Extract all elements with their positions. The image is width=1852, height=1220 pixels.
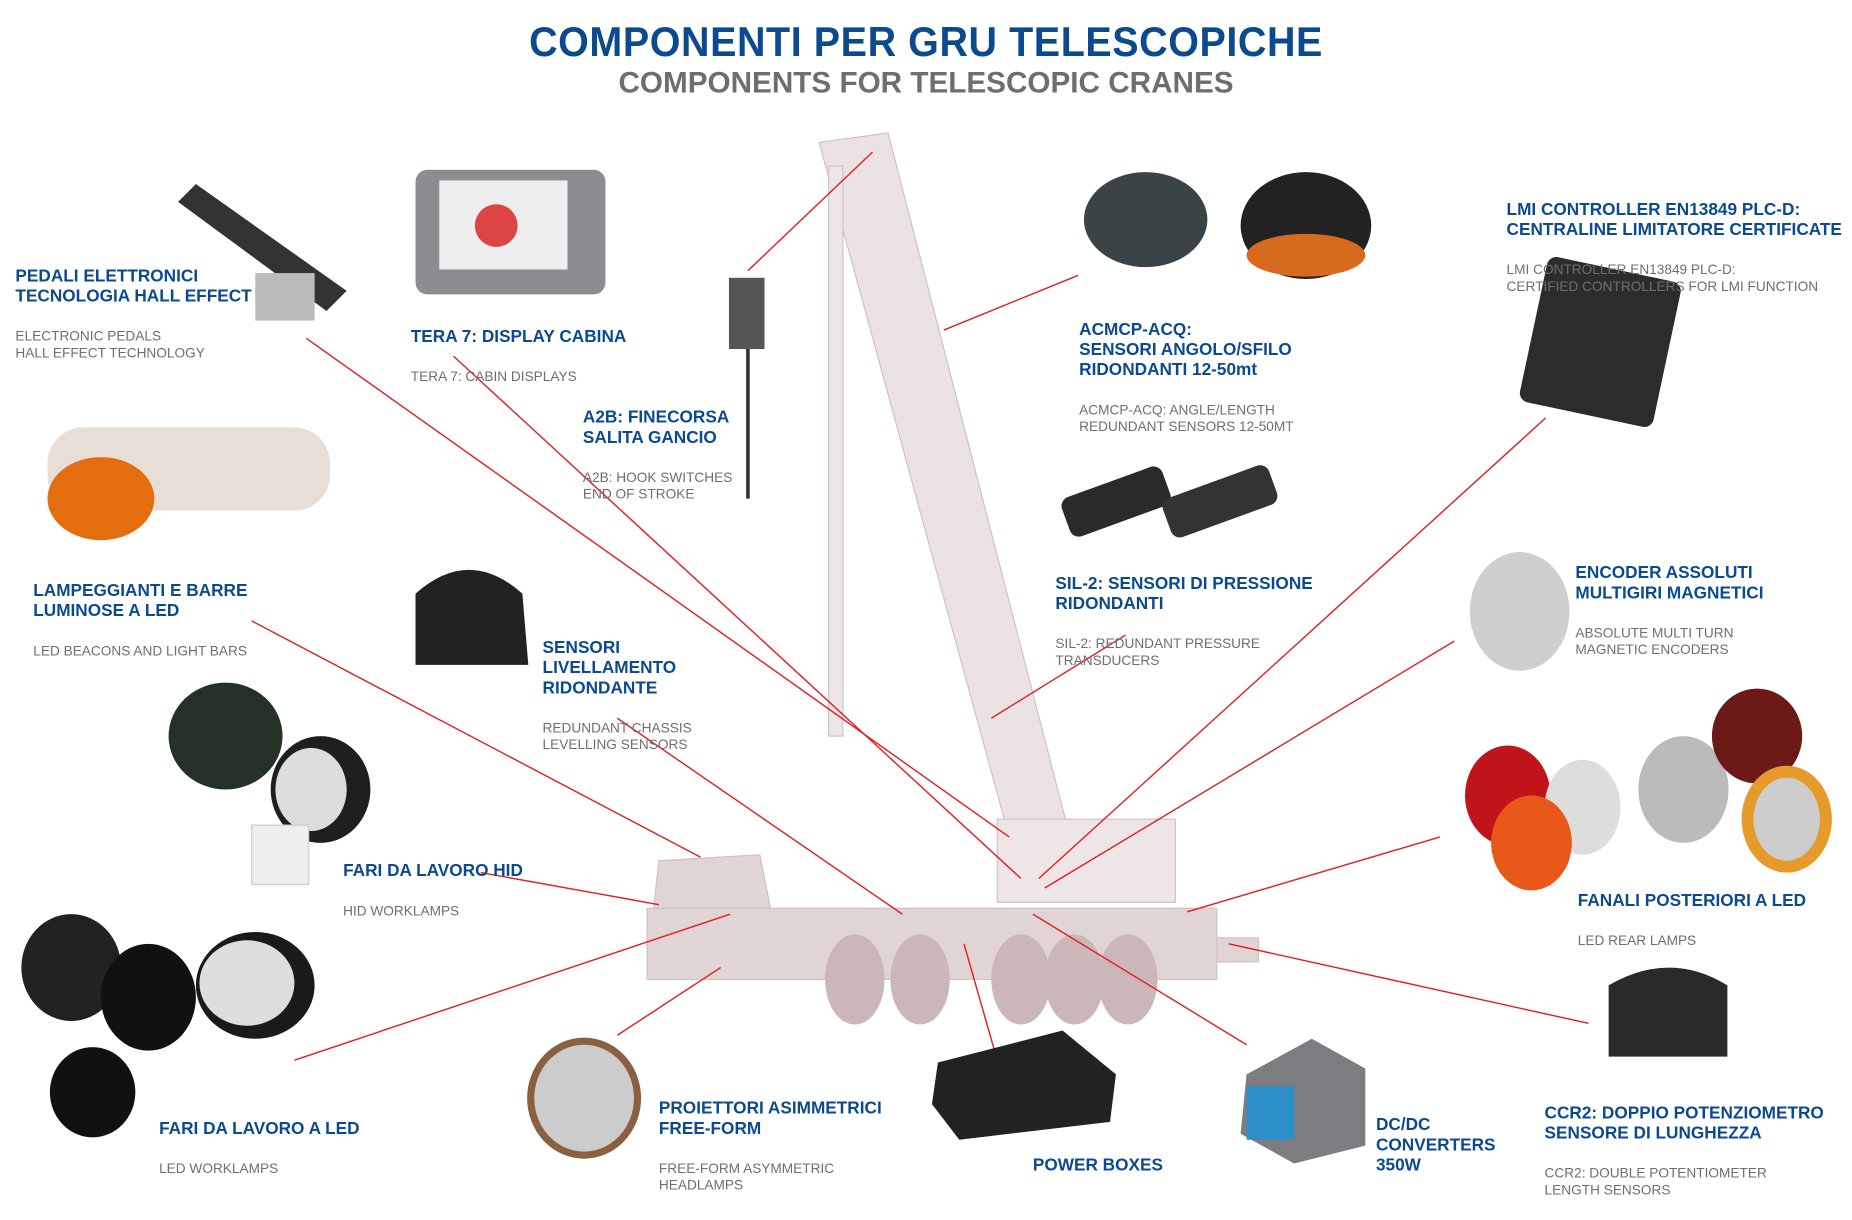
led-lamp-image <box>21 914 122 1021</box>
label-subtitle: ABSOLUTE MULTI TURN MAGNETIC ENCODERS <box>1575 626 1734 658</box>
label-subtitle: ELECTRONIC PEDALS HALL EFFECT TECHNOLOGY <box>15 330 205 361</box>
label-beacons: LAMPEGGIANTI E BARRE LUMINOSE A LED LED … <box>33 560 247 681</box>
label-subtitle: TERA 7: CABIN DISPLAYS <box>410 370 577 385</box>
leader-line <box>294 913 731 1061</box>
leader-line <box>963 943 998 1061</box>
label-encoder: ENCODER ASSOLUTI MULTIGIRI MAGNETICI ABS… <box>1575 543 1763 681</box>
label-sil2: SIL-2: SENSORI DI PRESSIONE RIDONDANTI S… <box>1055 553 1312 691</box>
angle-sensor-image <box>1083 172 1208 268</box>
label-title: FARI DA LAVORO A LED <box>159 1119 360 1139</box>
hid-lamp-image <box>168 682 283 790</box>
label-title: ENCODER ASSOLUTI MULTIGIRI MAGNETICI <box>1575 563 1764 604</box>
encoder-image <box>1469 552 1570 671</box>
label-title: PEDALI ELETTRONICI TECNOLOGIA HALL EFFEC… <box>15 267 252 307</box>
label-title: LMI CONTROLLER EN13849 PLC-D: CENTRALINE… <box>1506 200 1842 240</box>
leader-line <box>305 337 1010 838</box>
pressure-sensor-image <box>1061 466 1171 537</box>
pedal-base-image <box>255 273 315 321</box>
label-title: LAMPEGGIANTI E BARRE LUMINOSE A LED <box>33 581 248 621</box>
label-title: POWER BOXES <box>1032 1156 1163 1176</box>
label-title: DC/DC CONVERTERS 350W <box>1375 1115 1496 1176</box>
power-box-image <box>931 1030 1116 1140</box>
label-ccr2: CCR2: DOPPIO POTENZIOMETRO SENSORE DI LU… <box>1545 1083 1824 1220</box>
label-title: SIL-2: SENSORI DI PRESSIONE RIDONDANTI <box>1055 574 1313 614</box>
label-dcdc: DC/DC CONVERTERS 350W <box>1376 1095 1496 1198</box>
label-title: FANALI POSTERIORI A LED <box>1577 891 1807 911</box>
level-sensor-image <box>415 569 529 665</box>
leader-line <box>1186 836 1441 913</box>
crane-illustration <box>21 132 1832 1164</box>
leader-line <box>616 717 903 915</box>
leader-line <box>1044 640 1455 889</box>
label-rear-lamps: FANALI POSTERIORI A LED LED REAR LAMPS <box>1578 870 1806 971</box>
leader-line <box>990 634 1126 719</box>
label-power-boxes: POWER BOXES <box>1033 1135 1163 1198</box>
label-subtitle: SIL-2: REDUNDANT PRESSURE TRANSDUCERS <box>1055 637 1261 669</box>
leader-line <box>480 871 660 906</box>
label-subtitle: HID WORKLAMPS <box>343 904 460 919</box>
leader-line <box>747 151 874 272</box>
leader-line <box>1038 417 1547 880</box>
label-tera7: TERA 7: DISPLAY CABINA TERA 7: CABIN DIS… <box>411 306 627 407</box>
label-headlamps: PROIETTORI ASIMMETRICI FREE-FORM FREE-FO… <box>659 1078 882 1216</box>
label-lmi: LMI CONTROLLER EN13849 PLC-D: CENTRALINE… <box>1507 179 1842 317</box>
headlamp-image <box>527 1037 642 1159</box>
leader-line <box>943 274 1079 331</box>
truck-wheels <box>825 934 1158 1025</box>
label-title: FARI DA LAVORO HID <box>343 861 523 881</box>
label-subtitle: FREE-FORM ASYMMETRIC HEADLAMPS <box>658 1162 835 1194</box>
label-subtitle: ACMCP-ACQ: ANGLE/LENGTH REDUNDANT SENSOR… <box>1079 403 1294 435</box>
components-diagram: COMPONENTI PER GRU TELESCOPICHE COMPONEN… <box>15 18 1842 1198</box>
label-subtitle: CCR2: DOUBLE POTENTIOMETER LENGTH SENSOR… <box>1544 1167 1767 1198</box>
crane-turret <box>996 818 1176 903</box>
label-hid: FARI DA LAVORO HID HID WORKLAMPS <box>343 841 523 942</box>
product-images <box>21 169 1832 1164</box>
label-subtitle: REDUNDANT CHASSIS LEVELLING SENSORS <box>542 721 692 753</box>
leader-line <box>1228 943 1589 1025</box>
hook-cable <box>828 165 844 737</box>
leader-line <box>1032 913 1247 1046</box>
lmi-controller-image <box>1519 256 1681 428</box>
label-subtitle: LED REAR LAMPS <box>1577 934 1697 949</box>
page-title: COMPONENTI PER GRU TELESCOPICHE <box>529 18 1323 66</box>
label-subtitle: LED BEACONS AND LIGHT BARS <box>33 644 247 659</box>
leader-line <box>251 620 701 858</box>
label-led-worklamps: FARI DA LAVORO A LED LED WORKLAMPS <box>159 1098 360 1199</box>
ccr2-sensor-image <box>1608 967 1728 1057</box>
label-title: TERA 7: DISPLAY CABINA <box>410 327 627 347</box>
label-title: ACMCP-ACQ: SENSORI ANGOLO/SFILO RIDONDAN… <box>1079 320 1292 380</box>
crane-boom <box>818 132 1070 838</box>
label-subtitle: A2B: HOOK SWITCHES END OF STROKE <box>582 471 733 503</box>
label-levelling: SENSORI LIVELLAMENTO RIDONDANTE REDUNDAN… <box>543 617 692 775</box>
label-title: PROIETTORI ASIMMETRICI FREE-FORM <box>658 1099 882 1139</box>
label-pedals: PEDALI ELETTRONICI TECNOLOGIA HALL EFFEC… <box>15 246 251 384</box>
label-a2b: A2B: FINECORSA SALITA GANCIO A2B: HOOK S… <box>583 387 732 525</box>
a2b-switch-image <box>728 277 765 350</box>
leader-line <box>453 355 1022 880</box>
label-title: A2B: FINECORSA SALITA GANCIO <box>582 408 730 448</box>
label-subtitle: LMI CONTROLLER EN13849 PLC-D: CERTIFIED … <box>1506 263 1819 295</box>
label-acmcp: ACMCP-ACQ: SENSORI ANGOLO/SFILO RIDONDAN… <box>1079 299 1293 457</box>
leader-line <box>616 966 722 1036</box>
beacon-image <box>47 457 155 541</box>
label-title: CCR2: DOPPIO POTENZIOMETRO SENSORE DI LU… <box>1544 1104 1824 1144</box>
page-subtitle: COMPONENTS FOR TELESCOPIC CRANES <box>618 66 1234 100</box>
leader-lines <box>251 151 1589 1061</box>
label-title: SENSORI LIVELLAMENTO RIDONDANTE <box>542 638 677 699</box>
